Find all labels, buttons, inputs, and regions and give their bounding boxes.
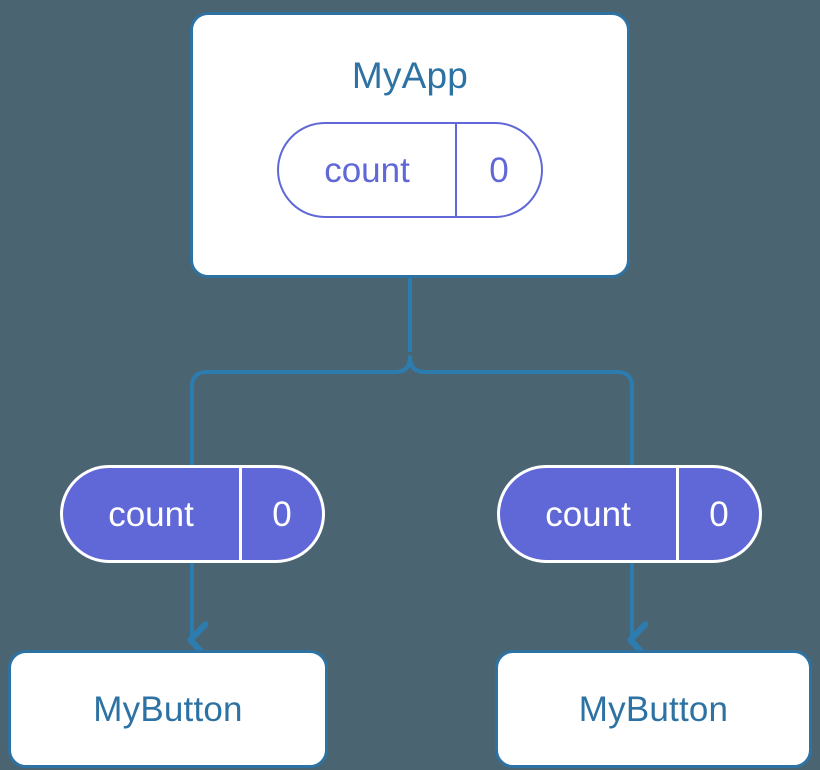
component-title-myapp: MyApp	[351, 55, 469, 96]
state-value-label: 0	[709, 494, 729, 534]
component-title-mybutton: MyButton	[578, 689, 729, 729]
state-key-label: count	[500, 468, 679, 560]
state-value-label: 0	[489, 150, 509, 190]
state-pill-child-right[interactable]: count 0	[497, 465, 762, 563]
state-key-label: count	[63, 468, 242, 560]
component-card-myapp[interactable]: MyApp count 0	[190, 12, 630, 278]
state-value-label: 0	[272, 494, 292, 534]
state-key-label: count	[279, 124, 457, 216]
state-pill-myapp[interactable]: count 0	[277, 122, 543, 218]
component-title-mybutton: MyButton	[93, 689, 243, 729]
component-card-mybutton-right[interactable]: MyButton	[495, 650, 812, 768]
connector-branch	[190, 355, 634, 472]
component-card-mybutton-left[interactable]: MyButton	[8, 650, 328, 768]
state-pill-child-left[interactable]: count 0	[60, 465, 325, 563]
